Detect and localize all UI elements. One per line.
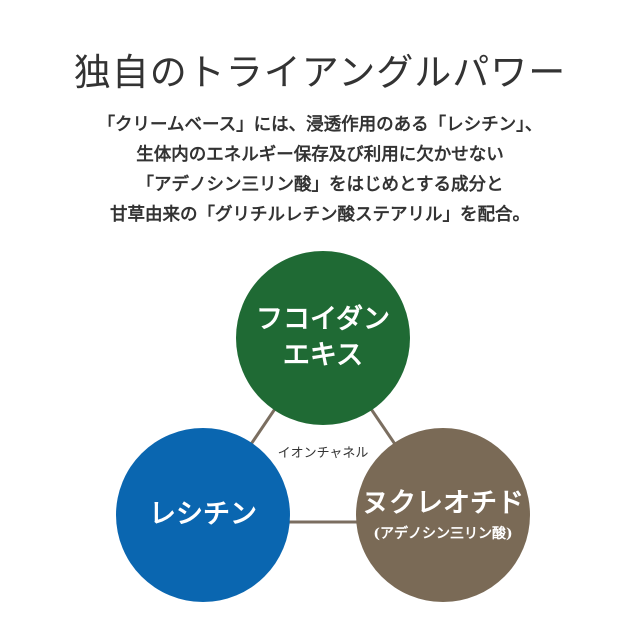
- node-label: フコイダン: [256, 304, 390, 335]
- ion-channel-label: イオンチャネル: [277, 446, 369, 461]
- nucleotide-circle: ヌクレオチド (アデノシン三リン酸): [356, 428, 530, 602]
- description-line: 「クリームベース」には、浸透作用のある「レシチン」、: [97, 115, 543, 135]
- description: 「クリームベース」には、浸透作用のある「レシチン」、 生体内のエネルギー保存及び…: [0, 110, 640, 230]
- description-line: 生体内のエネルギー保存及び利用に欠かせない: [136, 145, 504, 165]
- node-label: エキス: [282, 340, 364, 371]
- description-line: 「アデノシン三リン酸」をはじめとする成分と: [136, 175, 504, 195]
- fucoidan-circle: フコイダン エキス: [236, 251, 410, 425]
- lecithin-circle: レシチン: [116, 428, 290, 602]
- node-label: ヌクレオチド: [362, 488, 524, 519]
- node-sublabel: (アデノシン三リン酸): [373, 526, 513, 542]
- node-label: レシチン: [149, 499, 257, 530]
- page-title: 独自のトライアングルパワー: [73, 51, 567, 94]
- description-line: 甘草由来の「グリチルレチン酸ステアリル」を配合。: [110, 205, 530, 225]
